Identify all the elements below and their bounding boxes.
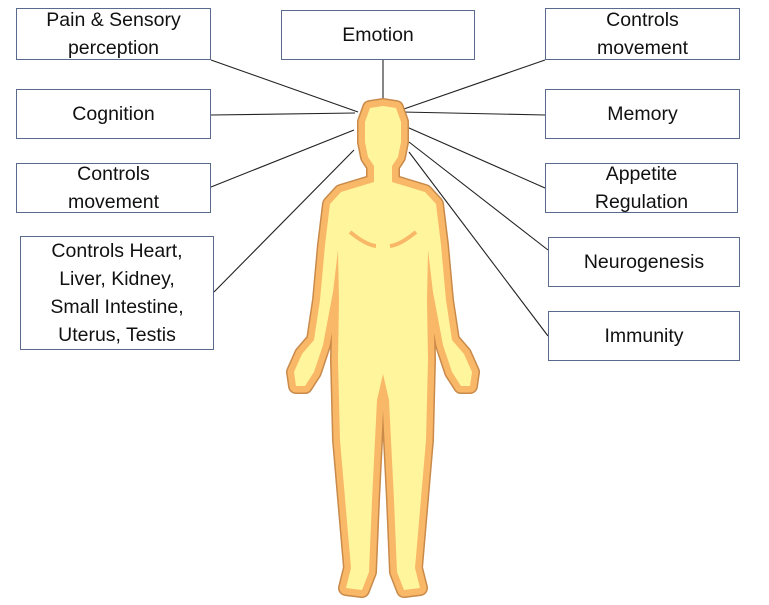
connector-line-controls-movement-right <box>400 59 546 111</box>
connector-line-pain <box>210 59 359 113</box>
human-body-figure <box>286 98 480 598</box>
chest-contour-0 <box>348 230 377 248</box>
label-controls-organs: Controls Heart, Liver, Kidney, Small Int… <box>20 236 214 350</box>
connector-line-organs <box>213 149 355 293</box>
label-pain-sensory-perception: Pain & Sensory perception <box>16 8 211 60</box>
chest-contour-1 <box>389 230 418 248</box>
label-emotion: Emotion <box>281 10 475 60</box>
label-cognition: Cognition <box>16 89 211 139</box>
connector-line-controls-movement-left <box>210 129 355 188</box>
connector-line-immunity <box>408 151 549 337</box>
label-controls-movement-left: Controls movement <box>16 163 211 213</box>
connector-line-cognition <box>210 112 356 116</box>
connector-line-memory <box>401 111 546 116</box>
label-neurogenesis: Neurogenesis <box>548 237 740 287</box>
connector-lines <box>210 59 549 337</box>
label-appetite-regulation: Appetite Regulation <box>545 163 738 213</box>
label-immunity: Immunity <box>548 311 740 361</box>
label-memory: Memory <box>545 89 740 139</box>
connector-line-appetite <box>399 123 546 189</box>
body-fill <box>294 106 472 590</box>
label-controls-movement-right: Controls movement <box>545 8 740 60</box>
connector-line-neurogenesis <box>408 141 549 251</box>
